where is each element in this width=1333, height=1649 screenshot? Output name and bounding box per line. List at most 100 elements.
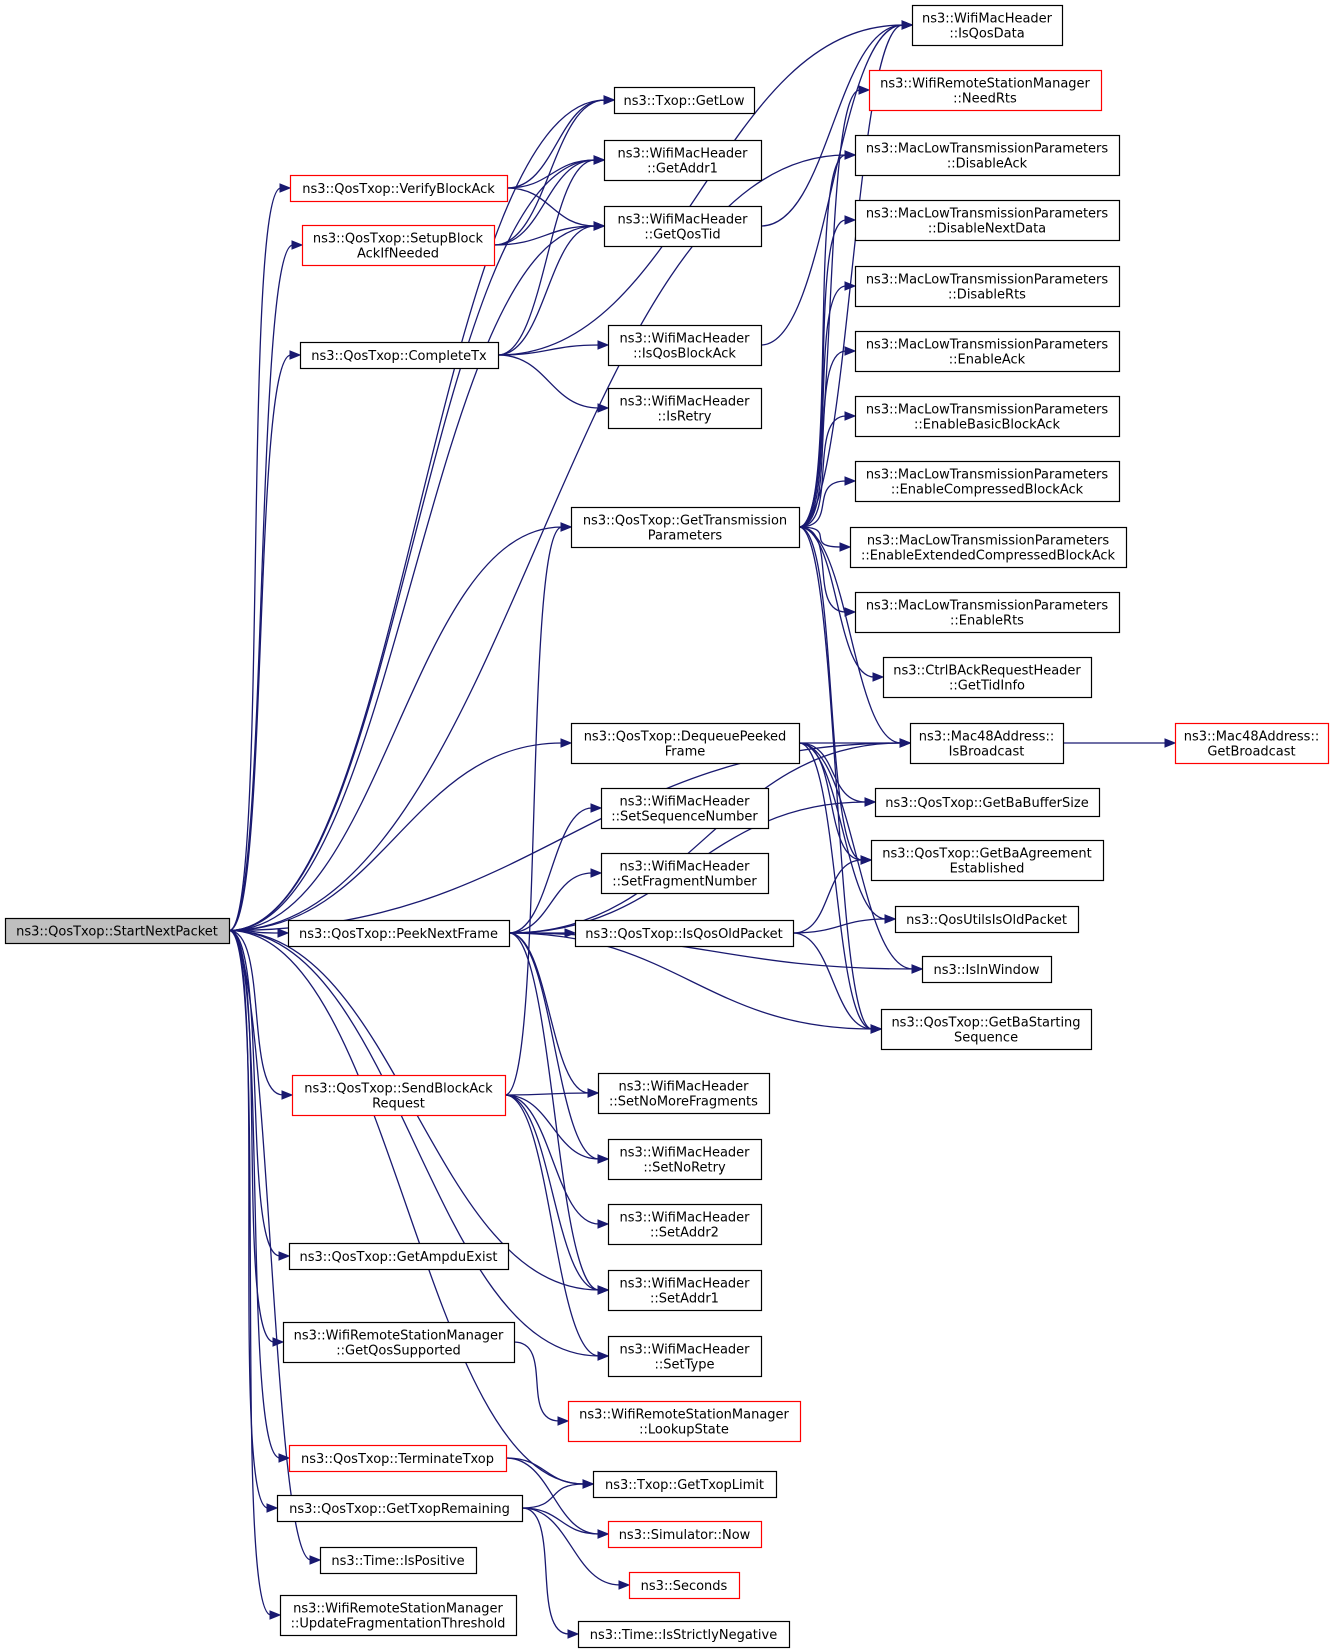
node-getqossupported[interactable]: ns3::WifiRemoteStationManager::GetQosSup… [282,1321,516,1364]
node-simnow[interactable]: ns3::Simulator::Now [607,1520,763,1549]
node-getqostid[interactable]: ns3::WifiMacHeader::GetQosTid [603,205,763,248]
node-verifyba[interactable]: ns3::QosTxop::VerifyBlockAck [289,174,509,203]
call-edge [504,1094,610,1164]
node-box [288,1242,510,1271]
node-label: ns3::MacLowTransmissionParameters [866,468,1109,483]
node-enablecompba[interactable]: ns3::MacLowTransmissionParameters::Enabl… [854,460,1121,503]
node-label: ns3::QosTxop::GetTxopRemaining [289,1502,510,1517]
node-box [276,1494,524,1523]
node-peeknextframe[interactable]: ns3::QosTxop::PeekNextFrame [287,919,511,948]
node-box [607,1138,763,1181]
call-edge [521,1507,610,1539]
call-edge [798,281,857,528]
node-label: ns3::IsInWindow [934,963,1040,978]
node-label: ns3::WifiMacHeader [619,795,750,810]
call-edge [798,346,857,528]
node-box [854,199,1121,242]
node-isqosoldpacket[interactable]: ns3::QosTxop::IsQosOldPacket [574,919,795,948]
node-getlow[interactable]: ns3::Txop::GetLow [613,86,756,115]
node-label: ns3::MacLowTransmissionParameters [867,534,1110,549]
node-isinwindow[interactable]: ns3::IsInWindow [921,955,1053,984]
node-start[interactable]: ns3::QosTxop::StartNextPacket [4,917,231,945]
node-isretry[interactable]: ns3::WifiMacHeader::IsRetry [607,387,763,430]
node-label: ::UpdateFragmentationThreshold [291,1617,506,1632]
call-edge [228,929,279,1513]
node-box [607,324,763,367]
node-label: ns3::QosTxop::GetBaAgreement [882,847,1091,862]
node-getampduexist[interactable]: ns3::QosTxop::GetAmpduExist [288,1242,510,1271]
node-lookupstate[interactable]: ns3::WifiRemoteStationManager::LookupSta… [567,1400,802,1443]
call-edges [228,20,1177,1639]
call-edge [493,95,616,246]
node-label: Sequence [954,1031,1018,1046]
node-setnomorefrag[interactable]: ns3::WifiMacHeader::SetNoMoreFragments [597,1072,771,1115]
node-disablerts[interactable]: ns3::MacLowTransmissionParameters::Disab… [854,265,1121,308]
node-qosutilsisold[interactable]: ns3::QosUtilsIsOldPacket [894,905,1080,934]
node-getbroadcast[interactable]: ns3::Mac48Address::GetBroadcast [1174,722,1330,765]
node-box [279,1594,518,1637]
node-gettxopremaining[interactable]: ns3::QosTxop::GetTxopRemaining [276,1494,524,1523]
node-disableack[interactable]: ns3::MacLowTransmissionParameters::Disab… [854,134,1121,177]
call-edge [798,742,897,924]
node-box [319,1546,478,1575]
node-box [854,134,1121,177]
node-enableack[interactable]: ns3::MacLowTransmissionParameters::Enabl… [854,330,1121,373]
node-label: ::DisableAck [947,157,1028,172]
node-label: ::GetAddr1 [647,162,718,177]
node-label: IsBroadcast [949,745,1025,760]
node-box [570,722,801,765]
call-edge [798,215,857,528]
node-box [577,1620,791,1649]
node-setnoretry[interactable]: ns3::WifiMacHeader::SetNoRetry [607,1138,763,1181]
node-gettxoplimit[interactable]: ns3::Txop::GetTxopLimit [592,1470,778,1499]
call-edge [497,155,606,356]
node-label: Established [950,862,1025,877]
node-setseqnum[interactable]: ns3::WifiMacHeader::SetSequenceNumber [600,787,770,830]
node-getaddr1[interactable]: ns3::WifiMacHeader::GetAddr1 [603,139,763,182]
node-label: ::SetType [655,1358,715,1373]
node-seconds[interactable]: ns3::Seconds [628,1571,741,1600]
node-isqosdata[interactable]: ns3::WifiMacHeader::IsQosData [911,4,1064,47]
node-getbabuffersize[interactable]: ns3::QosTxop::GetBaBufferSize [874,787,1101,818]
node-box [291,1074,507,1117]
node-enablerts[interactable]: ns3::MacLowTransmissionParameters::Enabl… [854,591,1121,634]
node-disablenextdata[interactable]: ns3::MacLowTransmissionParameters::Disab… [854,199,1121,242]
call-edge [228,929,285,1347]
node-gettidinfo[interactable]: ns3::CtrlBAckRequestHeader::GetTidInfo [882,656,1093,699]
node-setfragnum[interactable]: ns3::WifiMacHeader::SetFragmentNumber [600,852,770,895]
call-edge [228,240,304,932]
call-edge [504,1088,600,1098]
node-label: ns3::Mac48Address:: [919,730,1054,745]
node-completetx[interactable]: ns3::QosTxop::CompleteTx [299,341,500,370]
node-box [4,917,231,945]
node-enablebasicba[interactable]: ns3::MacLowTransmissionParameters::Enabl… [854,395,1121,438]
node-ispositive[interactable]: ns3::Time::IsPositive [319,1546,478,1575]
node-label: ns3::Time::IsStrictlyNegative [590,1628,777,1643]
node-updatefrag[interactable]: ns3::WifiRemoteStationManager::UpdateFra… [279,1594,518,1637]
call-nodes: ns3::QosTxop::StartNextPacketns3::Txop::… [4,4,1330,1649]
node-box [849,526,1128,569]
node-settype[interactable]: ns3::WifiMacHeader::SetType [607,1335,763,1378]
node-isstrictlyneg[interactable]: ns3::Time::IsStrictlyNegative [577,1620,791,1649]
node-label: ns3::WifiMacHeader [619,395,750,410]
node-needrts[interactable]: ns3::WifiRemoteStationManager::NeedRts [868,69,1103,112]
node-label: ns3::WifiMacHeader [619,332,750,347]
node-terminatetxop[interactable]: ns3::QosTxop::TerminateTxop [288,1444,508,1473]
call-edge [798,526,852,552]
call-edge [798,476,857,528]
node-enableextba[interactable]: ns3::MacLowTransmissionParameters::Enabl… [849,526,1128,569]
node-isqosblockack[interactable]: ns3::WifiMacHeader::IsQosBlockAck [607,324,763,367]
call-edge [497,221,606,356]
node-setaddr1[interactable]: ns3::WifiMacHeader::SetAddr1 [607,1269,763,1312]
node-label: ns3::QosTxop::SendBlockAck [304,1082,493,1097]
node-box [282,1321,516,1364]
node-setaddr2[interactable]: ns3::WifiMacHeader::SetAddr2 [607,1203,763,1246]
node-label: ns3::WifiRemoteStationManager [293,1602,503,1617]
node-isbroadcast[interactable]: ns3::Mac48Address::IsBroadcast [909,722,1065,765]
